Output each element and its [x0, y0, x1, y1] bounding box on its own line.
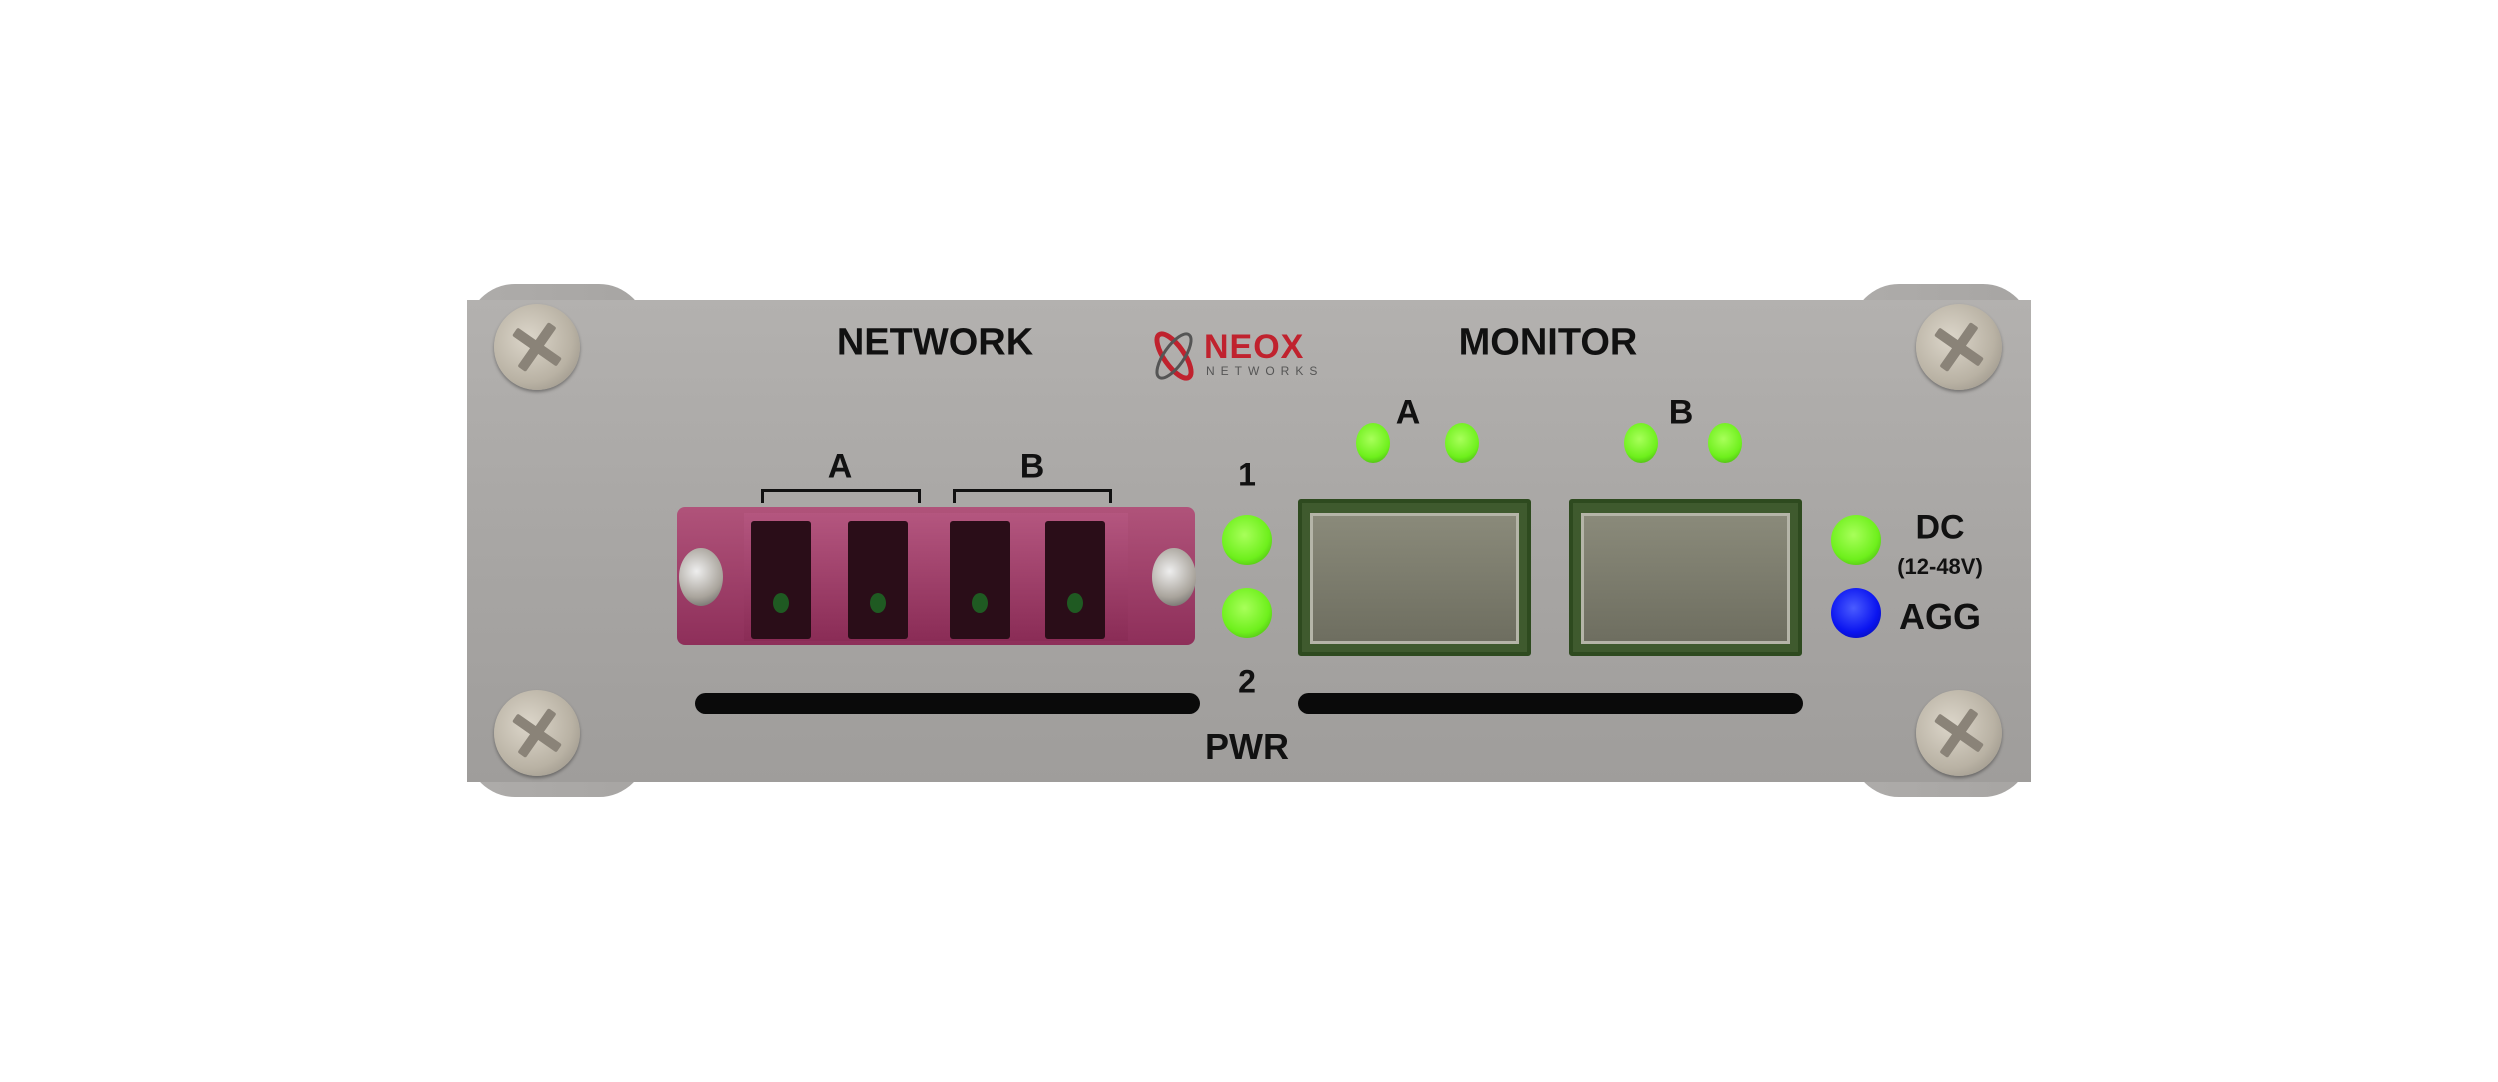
fiber-port-a2[interactable]: [848, 521, 908, 639]
agg-label: AGG: [1898, 596, 1982, 637]
network-port-a-label: A: [827, 447, 853, 486]
monitor-label: MONITOR: [1458, 321, 1638, 364]
screw-icon: [494, 690, 580, 776]
network-label: NETWORK: [836, 321, 1034, 364]
neox-logo: NEOX NETWORKS: [1148, 328, 1348, 384]
pwr-label: PWR: [1205, 726, 1289, 767]
logo-orbit-icon: [1154, 331, 1194, 381]
port-a-bracket: [761, 489, 921, 503]
dc-led: [1831, 515, 1881, 565]
pwr-1-label: 1: [1238, 456, 1256, 493]
screw-icon: [1916, 304, 2002, 390]
connector-body: [744, 513, 1128, 641]
monitor-a-activity-led: [1445, 423, 1479, 463]
port-b-bracket: [953, 489, 1112, 503]
monitor-b-link-led: [1624, 423, 1658, 463]
vent-slot-left: [695, 693, 1200, 714]
fiber-port-a1[interactable]: [751, 521, 811, 639]
monitor-b-label: B: [1668, 393, 1694, 432]
dc-label: DC: [1915, 508, 1965, 547]
monitor-a-label: A: [1395, 393, 1421, 432]
connector-screw-icon: [679, 548, 723, 606]
screw-icon: [1916, 690, 2002, 776]
fiber-port-b2[interactable]: [1045, 521, 1105, 639]
pwr-2-led: [1222, 588, 1272, 638]
monitor-a-link-led: [1356, 423, 1390, 463]
monitor-b-sfp-port[interactable]: [1569, 499, 1802, 656]
dc-range-label: (12-48V): [1897, 554, 1983, 579]
logo-subtitle: NETWORKS: [1206, 364, 1324, 378]
network-fiber-connector[interactable]: [677, 507, 1196, 645]
pwr-2-label: 2: [1238, 663, 1256, 700]
monitor-b-activity-led: [1708, 423, 1742, 463]
logo-name: NEOX: [1204, 328, 1305, 366]
network-port-b-label: B: [1019, 447, 1045, 486]
agg-led: [1831, 588, 1881, 638]
fiber-port-b1[interactable]: [950, 521, 1010, 639]
connector-screw-icon: [1152, 548, 1196, 606]
pwr-1-led: [1222, 515, 1272, 565]
vent-slot-right: [1298, 693, 1803, 714]
monitor-a-sfp-port[interactable]: [1298, 499, 1531, 656]
screw-icon: [494, 304, 580, 390]
